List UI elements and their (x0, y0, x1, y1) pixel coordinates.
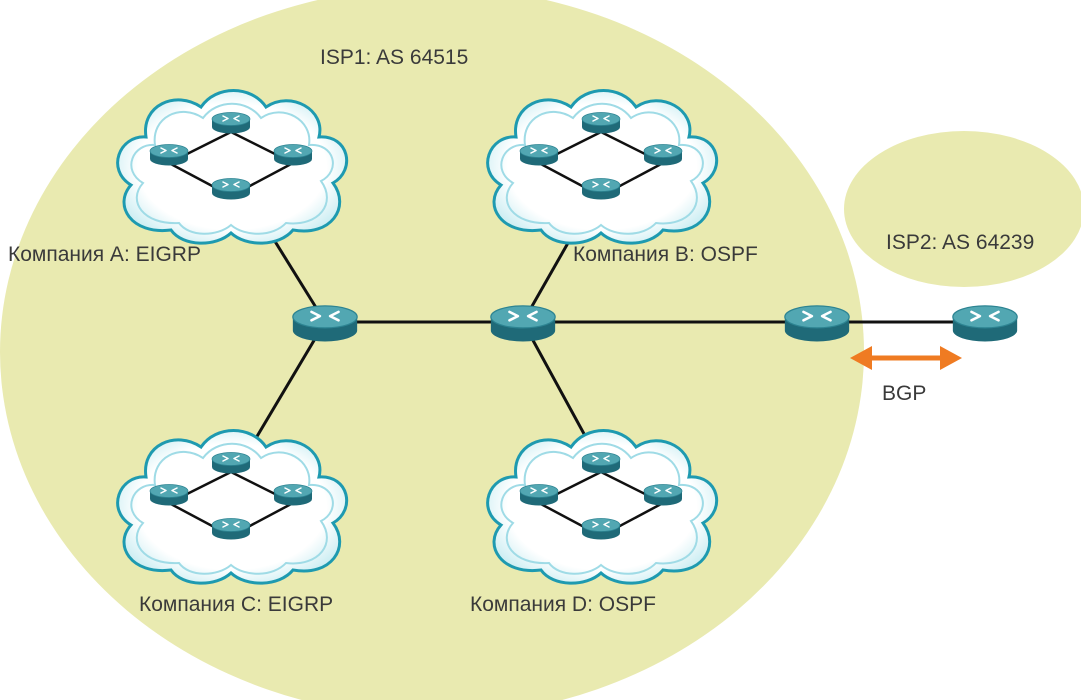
isp1-region (0, 0, 864, 700)
cloud-company-c (118, 431, 347, 584)
isp2-label: ISP2: AS 64239 (886, 231, 1034, 254)
company-c-label: Компания C: EIGRP (139, 593, 333, 616)
bgp-arrow-icon (850, 346, 962, 370)
bgp-label: BGP (882, 382, 926, 405)
cloud-company-b (488, 91, 717, 244)
router-left-icon (291, 304, 359, 343)
isp1-label: ISP1: AS 64515 (320, 46, 468, 69)
company-d-label: Компания D: OSPF (470, 593, 656, 616)
cloud-company-d (488, 431, 717, 584)
router-isp2-icon (951, 304, 1019, 343)
router-edge-icon (783, 304, 851, 343)
company-a-label: Компания A: EIGRP (8, 243, 201, 266)
company-b-label: Компания B: OSPF (573, 243, 758, 266)
isp2-region (844, 131, 1081, 287)
router-core-icon (489, 304, 557, 343)
cloud-company-a (118, 91, 347, 244)
